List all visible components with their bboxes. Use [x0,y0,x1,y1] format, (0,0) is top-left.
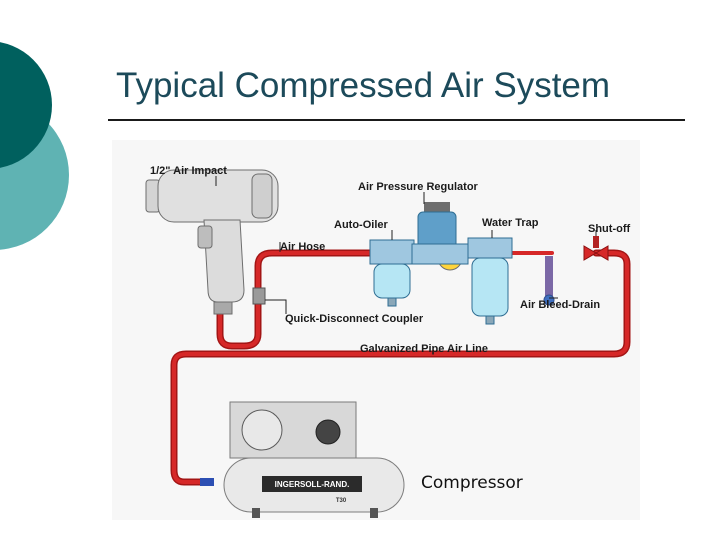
decorative-circle-dark [0,42,52,168]
label-water-trap: Water Trap [482,217,539,229]
label-quick-disconnect-coupler: Quick-Disconnect Coupler [285,313,424,325]
decorative-circles [0,42,69,250]
title-divider [108,119,685,121]
label-auto-oiler: Auto-Oiler [334,219,388,231]
label-galvanized-pipe-air-line: Galvanized Pipe Air Line [360,343,488,355]
label-leaders [215,176,597,314]
water-trap [467,237,513,325]
compressed-air-diagram: INGERSOLL-RAND. T30 1/2" Air Impact Air … [112,140,640,520]
air-pipe-line [170,249,631,486]
label-air-pressure-regulator: Air Pressure Regulator [358,181,479,193]
compressor: INGERSOLL-RAND. T30 [200,401,405,518]
label-shut-off: Shut-off [588,223,630,235]
label-air-bleed-drain: Air Bleed-Drain [520,299,600,311]
label-air-hose: Air Hose [280,241,325,253]
page-title: Typical Compressed Air System [116,66,611,105]
compressor-outlet-fitting [200,478,214,486]
compressor-caption: Compressor [421,473,523,493]
compressor-model-label: T30 [336,498,347,504]
compressor-brand-label: INGERSOLL-RAND. [275,480,350,489]
quick-disconnect-coupler [252,287,266,305]
label-air-impact: 1/2" Air Impact [150,165,227,177]
shut-off-valve [583,236,609,261]
air-pressure-regulator [411,202,469,271]
auto-oiler [369,239,415,307]
air-impact-tool [145,169,279,315]
